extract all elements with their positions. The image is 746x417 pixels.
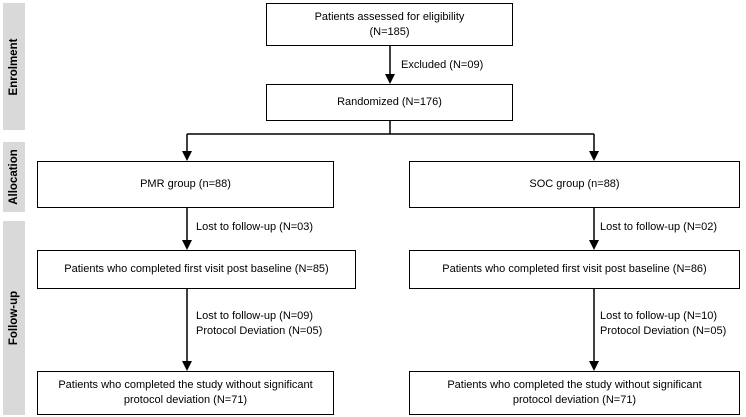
soc-first-visit-box: Patients who completed first visit post …	[409, 250, 740, 289]
assessed-text-line1: Patients assessed for eligibility	[314, 10, 465, 23]
soc-first-visit-text: Patients who completed first visit post …	[442, 263, 707, 275]
pmr-completed-box: Patients who completed the study without…	[37, 371, 334, 415]
pmr-completed-text-line1: Patients who completed the study without…	[58, 379, 313, 391]
randomized-box: Randomized (N=176)	[266, 84, 513, 121]
soc-group-text: SOC group (n=88)	[529, 178, 620, 190]
pmr-first-visit-box: Patients who completed first visit post …	[37, 250, 356, 289]
phase-tab-followup: Follow-up	[3, 221, 25, 415]
pmr-lost-followup-note-2: Lost to follow-up (N=09)	[196, 310, 314, 322]
soc-lost-followup-note: Lost to follow-up (N=02)	[600, 221, 718, 233]
soc-group-box: SOC group (n=88)	[409, 161, 740, 208]
assessed-box: Patients assessed for eligibility (N=185…	[266, 3, 513, 46]
excluded-note: Excluded (N=09)	[401, 59, 484, 71]
soc-completed-text-line2: protocol deviation (N=71)	[512, 394, 637, 406]
pmr-protocol-deviation-note: Protocol Deviation (N=05)	[196, 325, 323, 337]
soc-completed-box: Patients who completed the study without…	[409, 371, 740, 415]
pmr-group-box: PMR group (n=88)	[37, 161, 334, 208]
soc-completed-text-line1: Patients who completed the study without…	[447, 379, 702, 391]
phase-tab-allocation: Allocation	[3, 142, 25, 212]
soc-lost-followup-note-2: Lost to follow-up (N=10)	[600, 310, 718, 322]
pmr-first-visit-text: Patients who completed first visit post …	[64, 263, 329, 275]
randomized-text: Randomized (N=176)	[337, 96, 442, 108]
pmr-completed-text-line2: protocol deviation (N=71)	[123, 394, 248, 406]
soc-protocol-deviation-note: Protocol Deviation (N=05)	[600, 325, 727, 337]
phase-tab-enrolment: Enrolment	[3, 3, 25, 130]
pmr-lost-followup-note: Lost to follow-up (N=03)	[196, 221, 314, 233]
pmr-group-text: PMR group (n=88)	[140, 178, 231, 190]
assessed-text-line2: (N=185)	[369, 25, 410, 38]
